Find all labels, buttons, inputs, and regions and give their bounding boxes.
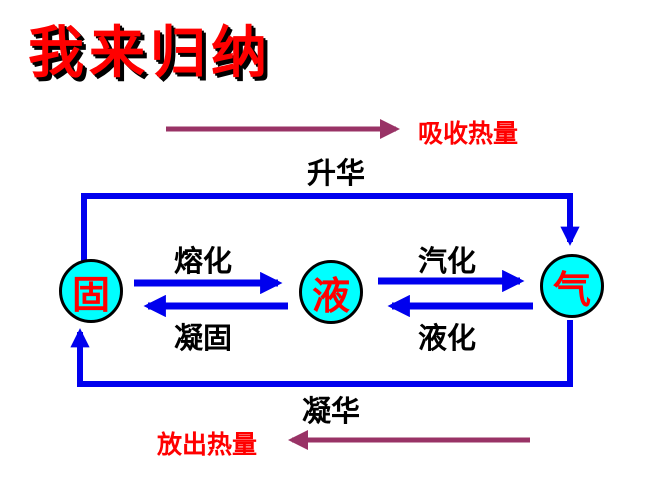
state-liquid-label: 液: [311, 275, 350, 318]
state-circle-solid: 固: [59, 259, 123, 323]
state-solid-label: 固: [71, 274, 110, 317]
release-heat-label: 放出热量: [157, 431, 258, 459]
vaporization-label: 汽化: [417, 246, 477, 278]
deposition-label: 凝华: [301, 396, 361, 428]
state-circle-liquid: 液: [299, 260, 363, 324]
melting-label: 熔化: [173, 246, 233, 278]
deposition-arrow-icon: [70, 320, 573, 387]
liquefaction-label: 液化: [417, 323, 477, 355]
absorb-heat-label: 吸收热量: [418, 120, 519, 148]
sublimation-arrow-icon: [81, 193, 580, 262]
freezing-label: 凝固: [173, 323, 233, 355]
state-gas-label: 气: [552, 269, 591, 312]
sublimation-label: 升华: [306, 158, 366, 190]
page-title: 我来归纳: [28, 21, 272, 84]
state-circle-gas: 气: [540, 254, 604, 318]
